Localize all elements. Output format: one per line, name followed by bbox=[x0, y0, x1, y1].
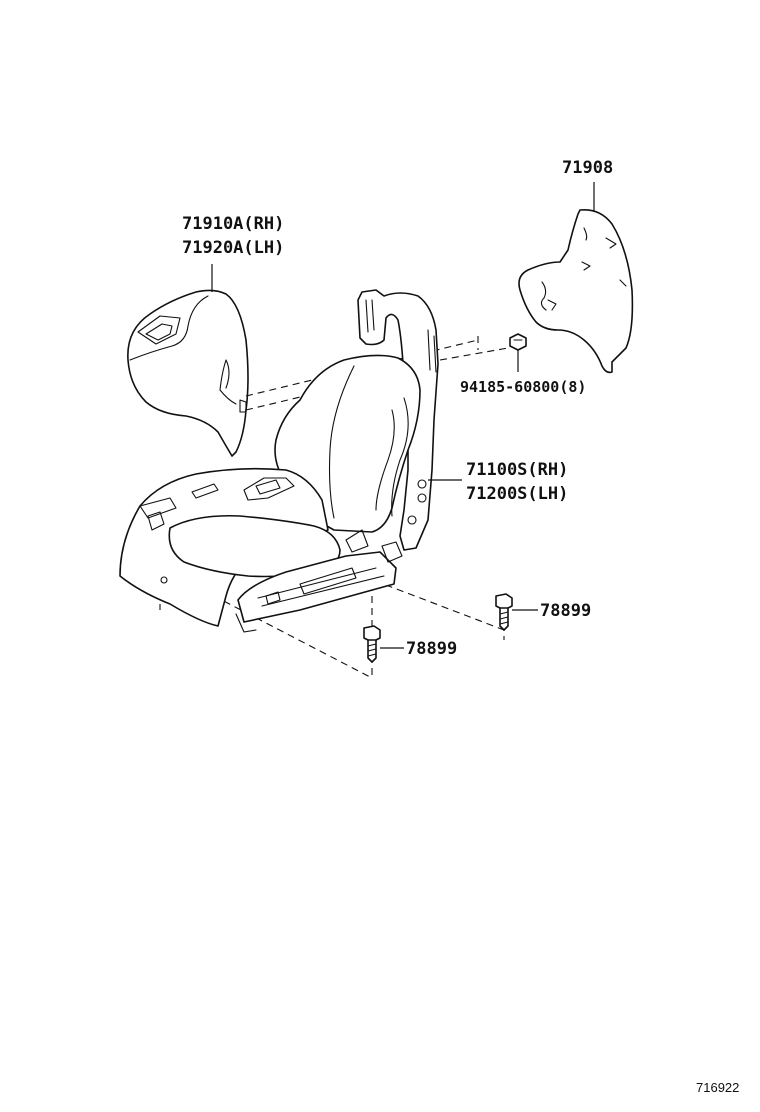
headrest-cover-part bbox=[127, 289, 249, 457]
bolt-right-part bbox=[495, 593, 513, 631]
seat-assembly-part bbox=[119, 289, 439, 633]
seat-back-cover-part bbox=[518, 208, 634, 374]
label-headrest-cover-rh: 71910A(RH) bbox=[182, 214, 285, 234]
bolt-left-part bbox=[363, 625, 381, 663]
label-bolt-left: 78899 bbox=[406, 639, 458, 659]
label-seat-assy-rh: 71100S(RH) bbox=[466, 460, 569, 480]
label-leaders bbox=[211, 182, 595, 649]
label-seat-assy-lh: 71200S(LH) bbox=[466, 484, 569, 504]
label-bolt-right: 78899 bbox=[540, 601, 592, 621]
label-headrest-cover-lh: 71920A(LH) bbox=[182, 238, 285, 258]
label-clip: 94185-60800(8) bbox=[460, 378, 587, 396]
clip-part bbox=[509, 333, 527, 351]
label-seat-back-cover: 71908 bbox=[562, 158, 614, 178]
diagram-reference-number: 716922 bbox=[696, 1080, 740, 1095]
